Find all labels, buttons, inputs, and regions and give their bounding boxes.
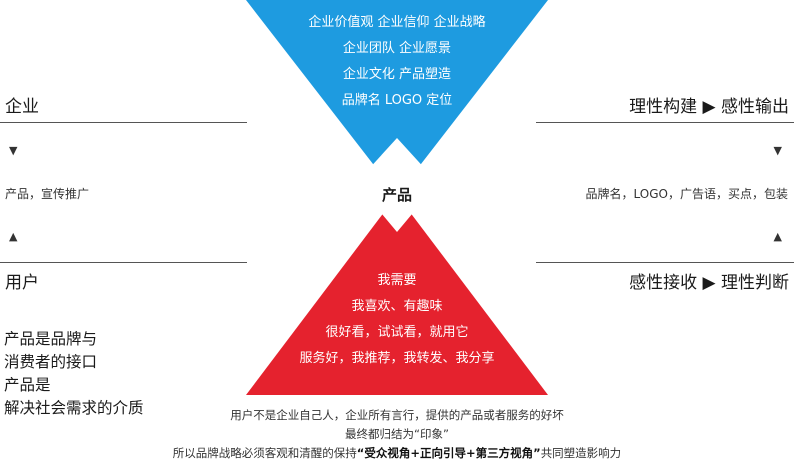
right-down-arrow-icon: ▼ <box>773 144 782 157</box>
footer-line-3-post: 共同塑造影响力 <box>540 446 622 460</box>
center-notch <box>356 138 438 232</box>
bottom-triangle-line-4: 服务好，我推荐，我转发、我分享 <box>299 351 495 366</box>
top-triangle-line-4: 品牌名 LOGO 定位 <box>341 93 453 108</box>
bottom-triangle-line-2: 我喜欢、有趣味 <box>351 299 443 314</box>
bottom-triangle-line-1: 我需要 <box>377 273 417 288</box>
footer-line-3-pre: 所以品牌战略必须客观和清醒的保持 <box>172 446 357 460</box>
right-bottom-heading: 感性接收 ▶ 理性判断 <box>629 273 789 293</box>
right-up-arrow-icon: ▲ <box>773 230 782 243</box>
left-quote-line-2: 消费者的接口 <box>4 353 98 371</box>
left-bottom-rule <box>0 262 247 263</box>
bottom-triangle <box>246 195 397 395</box>
top-triangle-line-2: 企业团队 企业愿景 <box>342 41 452 56</box>
footer-line-2: 最终都归结为“印象” <box>345 427 449 441</box>
footer-line-1: 用户不是企业自己人，企业所有言行，提供的产品或者服务的好坏 <box>230 408 564 422</box>
right-top-rule <box>536 122 794 123</box>
top-triangle-line-3: 企业文化 产品塑造 <box>342 67 452 82</box>
top-triangle-line-1: 企业价值观 企业信仰 企业战略 <box>308 15 486 30</box>
left-up-arrow-icon: ▲ <box>9 230 18 243</box>
footer-line-3-emphasis: “受众视角+正向引导+第三方视角” <box>356 446 541 460</box>
center-label-product: 产品 <box>381 186 412 204</box>
bottom-triangle-line-3: 很好看，试试看，就用它 <box>325 325 469 340</box>
top-triangle <box>246 0 548 195</box>
left-quote-line-3: 产品是 <box>4 376 51 394</box>
right-top-heading: 理性构建 ▶ 感性输出 <box>629 97 789 117</box>
left-middle-text: 产品，宣传推广 <box>5 187 90 201</box>
right-bottom-rule <box>536 262 794 263</box>
left-quote-line-4: 解决社会需求的介质 <box>4 399 144 417</box>
footer-line-3: 所以品牌战略必须客观和清醒的保持“受众视角+正向引导+第三方视角”共同塑造影响力 <box>0 446 794 461</box>
left-down-arrow-icon: ▼ <box>9 144 18 157</box>
bottom-triangle-right <box>397 195 548 395</box>
left-quote-line-1: 产品是品牌与 <box>4 330 98 348</box>
left-top-heading: 企业 <box>5 97 39 117</box>
right-middle-text: 品牌名，LOGO，广告语，买点，包装 <box>585 187 788 201</box>
left-bottom-heading: 用户 <box>5 273 39 293</box>
left-top-rule <box>0 122 247 123</box>
